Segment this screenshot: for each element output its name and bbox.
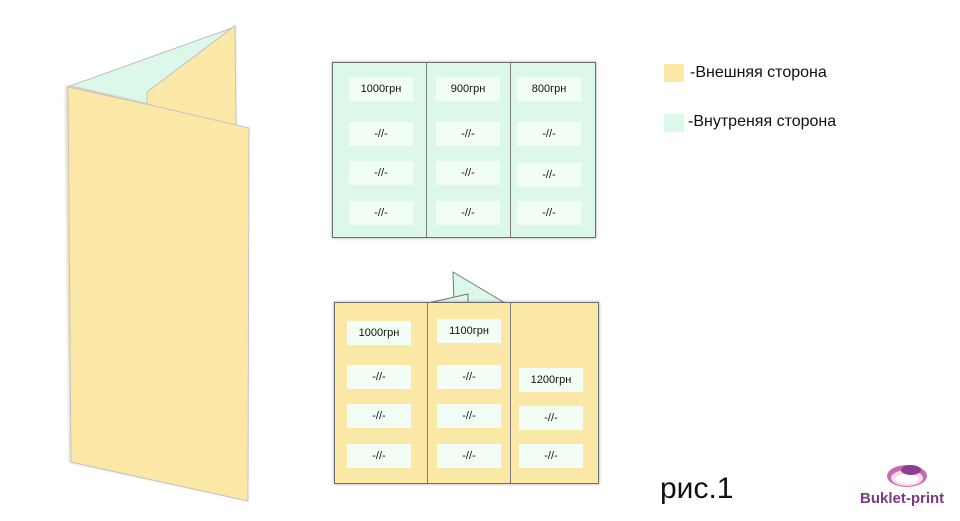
outer-col1-row: -//- [347, 444, 411, 468]
outer-side-border [334, 302, 599, 484]
outer-col2-row: -//- [437, 365, 501, 389]
inner-col1-row: -//- [349, 201, 413, 225]
inner-side-swatch [664, 114, 684, 132]
inner-col1-price: 1000грн [349, 77, 413, 101]
buklet-print-logo-text: Buklet-print [860, 490, 945, 507]
inner-col3-row: -//- [517, 201, 581, 225]
inner-col2-row: -//- [436, 201, 500, 225]
outer-col3-row: -//- [519, 406, 583, 430]
inner-col1-row: -//- [349, 122, 413, 146]
inner-col3-price: 800грн [517, 77, 581, 101]
outer-col3-row: -//- [519, 444, 583, 468]
outer-col2-row: -//- [437, 404, 501, 428]
column-divider [510, 63, 511, 237]
outer-side-layout: 1000грн -//- -//- -//- 1100грн -//- -//-… [335, 303, 598, 483]
outer-col1-price: 1000грн [347, 321, 411, 345]
figure-caption: рис.1 [660, 472, 734, 505]
outer-col1-row: -//- [347, 404, 411, 428]
column-divider [510, 303, 511, 483]
legend-outer-label: -Внешняя сторона [690, 64, 827, 81]
outer-col3-price: 1200грн [519, 368, 583, 392]
buklet-print-logo-icon [887, 465, 927, 487]
inner-col2-row: -//- [436, 161, 500, 185]
inner-side-layout: 1000грн -//- -//- -//- 900грн -//- -//- … [333, 63, 595, 237]
inner-col3-row: -//- [517, 163, 581, 187]
inner-col3-row: -//- [517, 122, 581, 146]
inner-col1-row: -//- [349, 161, 413, 185]
outer-col2-price: 1100грн [437, 319, 501, 343]
inner-col2-row: -//- [436, 122, 500, 146]
outer-side-swatch [664, 64, 684, 82]
column-divider [426, 63, 427, 237]
outer-col1-row: -//- [347, 365, 411, 389]
outer-col2-row: -//- [437, 444, 501, 468]
column-divider [427, 303, 428, 483]
inner-col2-price: 900грн [436, 77, 500, 101]
legend-inner-label: -Внутреняя сторона [688, 113, 837, 130]
inner-side-border [332, 62, 596, 238]
